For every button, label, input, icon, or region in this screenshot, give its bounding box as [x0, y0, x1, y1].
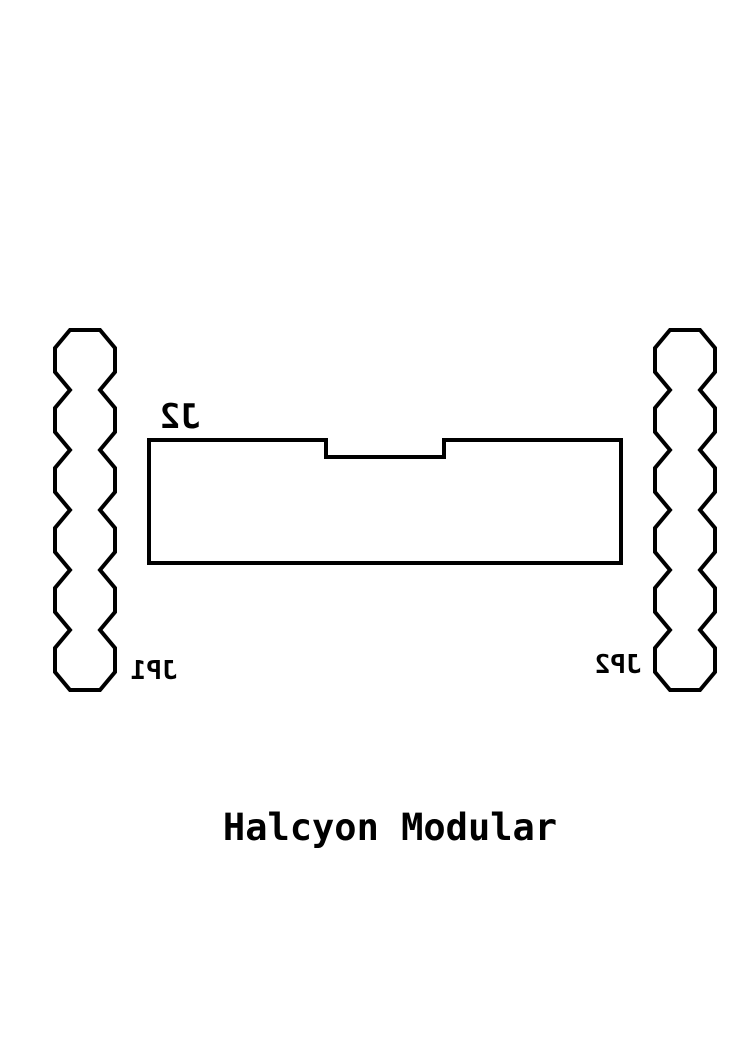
header-jp1-outline [53, 328, 117, 692]
connector-j2-label: J2 [160, 397, 201, 437]
connector-j2-outline [147, 438, 623, 565]
board-title: Halcyon Modular [223, 806, 557, 849]
header-jp2-outline [653, 328, 717, 692]
header-jp2-label: JP2 [595, 650, 642, 680]
header-jp1-label: JP1 [131, 656, 178, 686]
